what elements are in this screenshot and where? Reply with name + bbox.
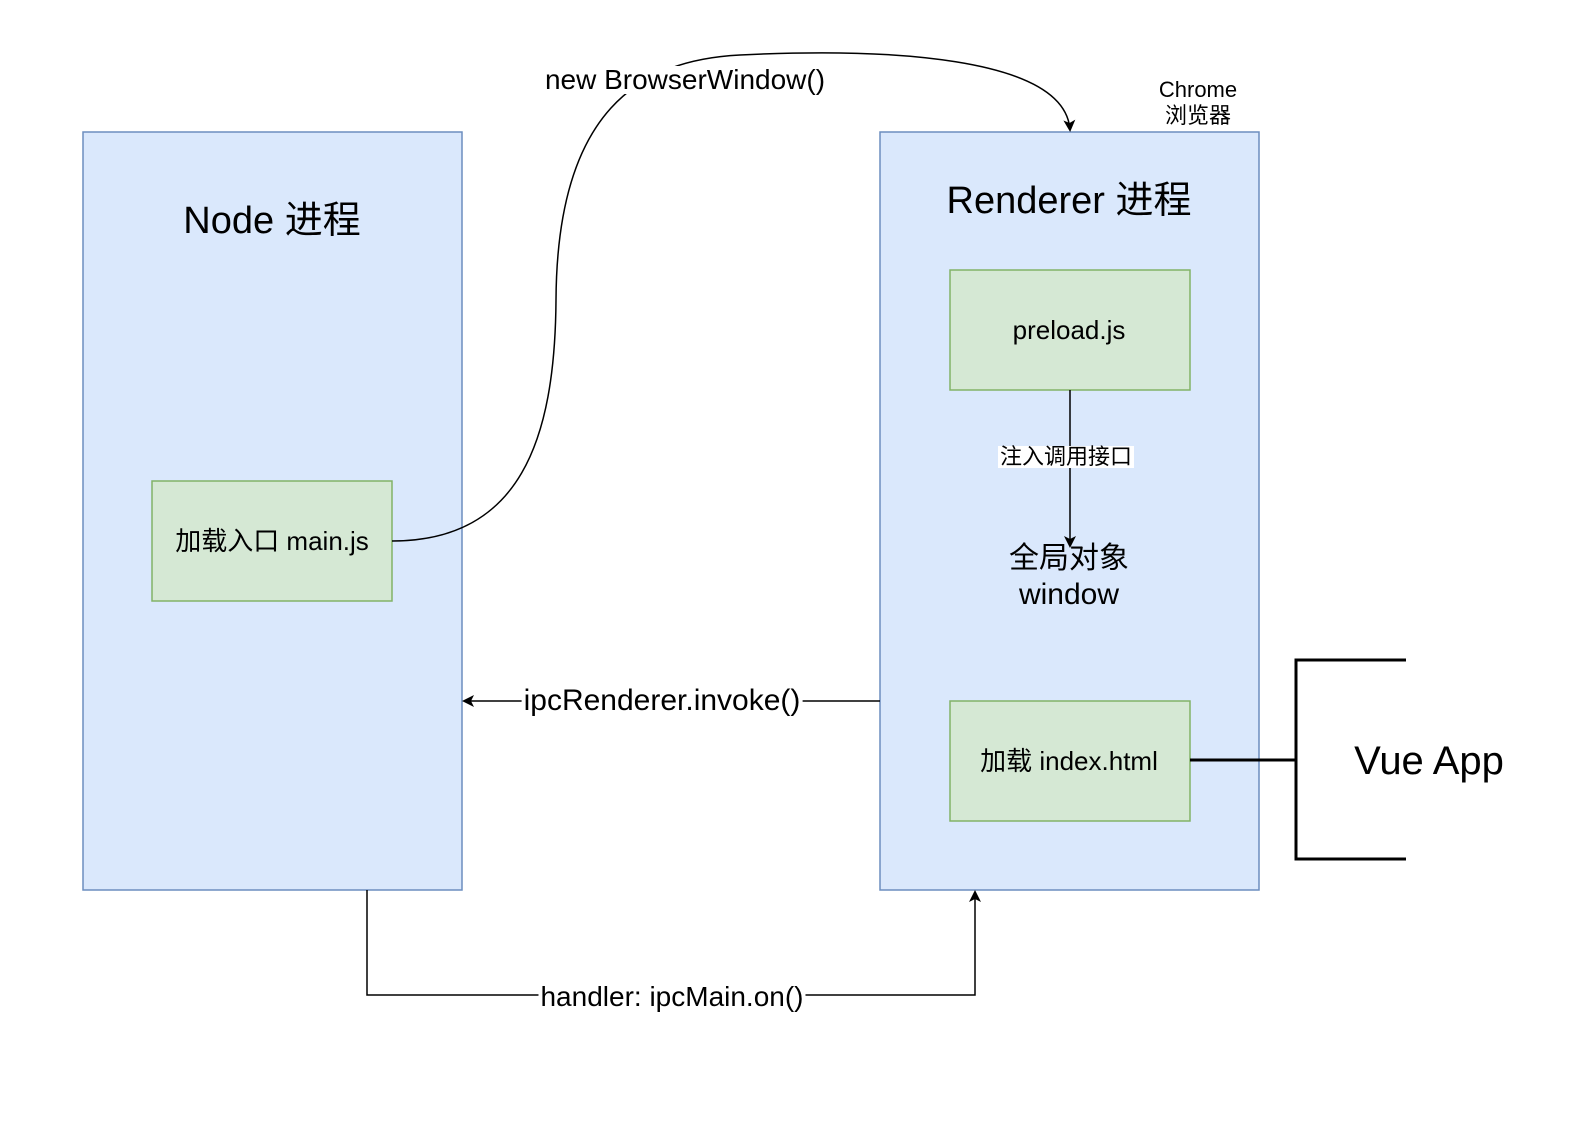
handler-edge-label: handler: ipcMain.on() xyxy=(538,981,806,1012)
vue-app-label: Vue App xyxy=(1354,739,1504,783)
preload-module-box xyxy=(949,269,1191,391)
index-html-module-box xyxy=(949,700,1191,822)
invoke-edge-label: ipcRenderer.invoke() xyxy=(521,684,803,717)
renderer-process-title: Renderer 进程 xyxy=(946,180,1192,222)
global-object-line1: 全局对象 xyxy=(1009,542,1129,575)
create-window-edge xyxy=(391,52,1076,542)
handler-edge xyxy=(366,890,981,996)
browser-label: Chrome 浏览器 xyxy=(1159,77,1237,130)
global-window-object: 全局对象 window xyxy=(1009,541,1129,613)
index-html-module-label: 加载 index.html xyxy=(980,746,1158,776)
preload-module-label: preload.js xyxy=(1012,315,1126,345)
browser-label-line2: 浏览器 xyxy=(1164,103,1231,129)
browser-label-line1: Chrome xyxy=(1158,77,1238,102)
global-object-line2: window xyxy=(1018,578,1120,611)
inject-edge-label: 注入调用接口 xyxy=(997,444,1135,469)
create-window-edge-label: new BrowserWindow() xyxy=(542,64,828,95)
node-process-title: Node 进程 xyxy=(183,200,361,242)
vue-app-bracket xyxy=(1294,658,1406,861)
main-js-module-label: 加载入口 main.js xyxy=(175,526,369,556)
main-js-module-box xyxy=(151,480,393,602)
